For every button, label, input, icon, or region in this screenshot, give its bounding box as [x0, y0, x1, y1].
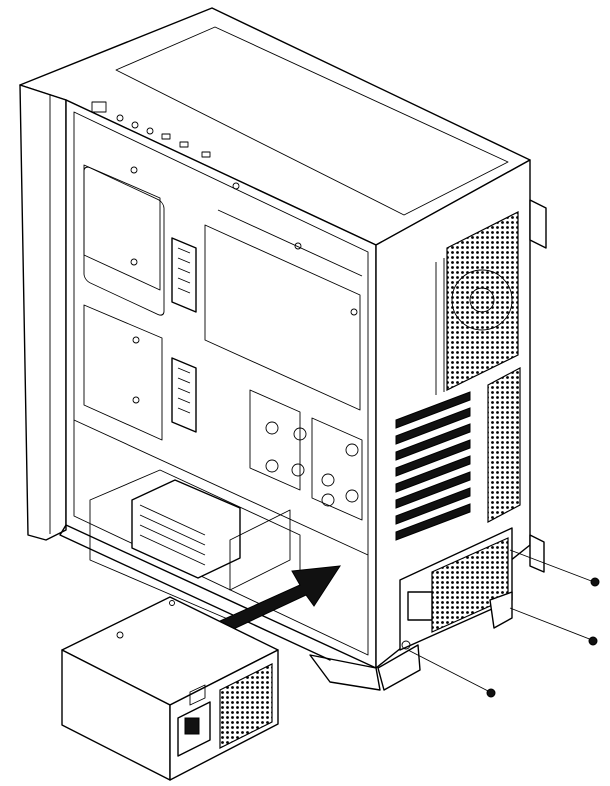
psu-bay — [73, 419, 369, 621]
screw-icon — [590, 577, 600, 587]
case-front-panel — [19, 84, 67, 541]
psu-fan-grill — [219, 663, 273, 749]
screw-leader-line — [509, 607, 593, 641]
rear-fan — [446, 211, 519, 391]
screw-icon — [588, 636, 598, 646]
power-supply-unit — [61, 596, 279, 781]
case-foot — [309, 654, 381, 691]
pc-case — [19, 7, 547, 691]
screw-icon — [486, 688, 496, 698]
expansion-slots — [395, 391, 471, 541]
motherboard-tray — [83, 101, 363, 521]
screw-leader-line — [407, 649, 491, 693]
rear-psu-opening — [399, 527, 513, 651]
screw-leader-line — [509, 549, 595, 583]
mounting-screws — [407, 549, 600, 698]
side-vent-mesh — [487, 367, 521, 523]
